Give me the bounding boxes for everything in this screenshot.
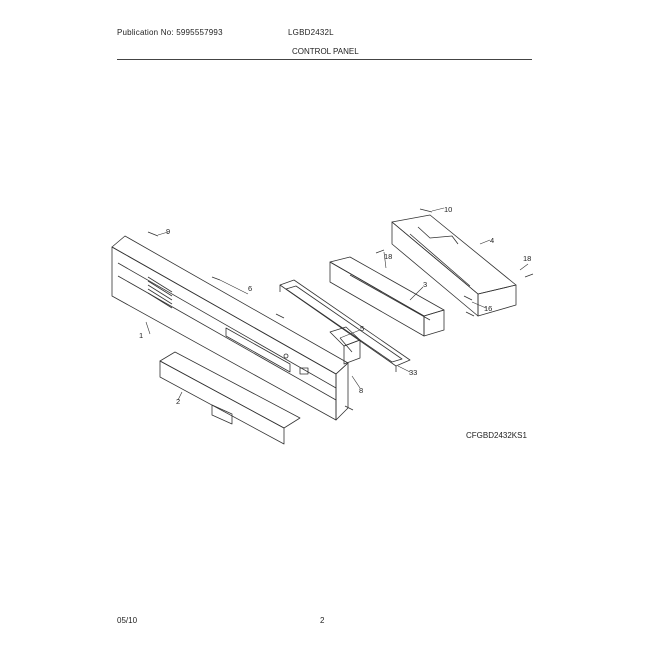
callout-1: 1 — [139, 331, 143, 340]
screws — [147, 208, 534, 411]
part-4-control-housing — [391, 214, 517, 317]
callout-18-left: 18 — [384, 252, 392, 261]
callout-labels: 9 10 4 18 18 3 16 6 5 1 33 8 2 — [139, 205, 531, 406]
figure-code: CFGBD2432KS1 — [466, 431, 527, 440]
callout-10: 10 — [444, 205, 452, 214]
publication-number: Publication No: 5995557993 — [117, 28, 223, 37]
leader-lines — [145, 207, 529, 401]
callout-4: 4 — [490, 236, 494, 245]
part-3-control-board — [329, 256, 445, 337]
vent-slots — [147, 276, 173, 309]
section-title: CONTROL PANEL — [292, 47, 359, 56]
footer-date: 05/10 — [117, 616, 138, 625]
callout-33: 33 — [409, 368, 417, 377]
callout-18-right: 18 — [523, 254, 531, 263]
part-33-gasket — [279, 279, 411, 372]
callout-8: 8 — [359, 386, 363, 395]
callout-16: 16 — [484, 304, 492, 313]
part-1-console-panel — [111, 235, 349, 421]
callout-2: 2 — [176, 397, 180, 406]
callout-3: 3 — [423, 280, 427, 289]
header-rule — [117, 59, 532, 60]
page-number: 2 — [320, 616, 325, 625]
callout-6: 6 — [248, 284, 252, 293]
part-2-trim-panel — [159, 351, 301, 445]
part-5-bracket — [329, 326, 361, 365]
model-number: LGBD2432L — [288, 28, 334, 37]
callout-5: 5 — [360, 324, 364, 333]
callout-9: 9 — [166, 227, 170, 236]
